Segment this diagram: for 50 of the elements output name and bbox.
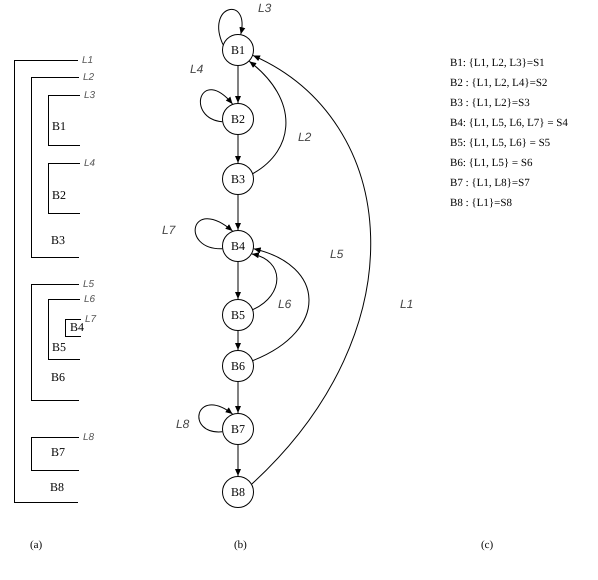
loop-label: L8 (83, 433, 94, 443)
block-label: B7 (51, 446, 66, 458)
set-equation: B7 : {L1, L8}=S7 (450, 178, 530, 189)
loop-arrow (218, 8, 245, 46)
block-label: B3 (51, 234, 66, 246)
block-label: B5 (52, 341, 66, 353)
set-equation: B6: {L1, L5} = S6 (450, 158, 532, 169)
arrow (235, 66, 241, 104)
edge-label: L7 (162, 224, 176, 236)
loop-label: L7 (85, 315, 96, 325)
loop-label: L2 (83, 73, 94, 83)
loop-label: L4 (84, 159, 96, 169)
loop-label: L1 (82, 56, 94, 66)
loop-arrow (200, 89, 234, 122)
set-equation: B1: {L1, L2, L3}=S1 (450, 58, 545, 69)
block-label: B2 (52, 189, 66, 201)
edge-label: L8 (176, 418, 190, 430)
block-label: B1 (52, 120, 66, 132)
edge-label: L2 (298, 131, 312, 143)
loop-arrow (194, 218, 234, 250)
arrow (251, 252, 278, 310)
block-label: B6 (51, 371, 66, 383)
set-equation: B3 : {L1, L2}=S3 (450, 98, 530, 109)
edge-label: L6 (278, 298, 292, 310)
panel-label: (c) (481, 540, 494, 551)
set-equation: B4: {L1, L5, L6, L7} = S4 (450, 118, 568, 129)
set-equation: B8 : {L1}=S8 (450, 198, 512, 209)
arrow (235, 134, 241, 164)
loop-arrow (198, 404, 234, 432)
edge-label: L1 (400, 298, 414, 310)
loop-label: L5 (83, 280, 94, 290)
loop-label: L6 (84, 295, 96, 305)
loop-label: L3 (84, 91, 96, 101)
arrow (235, 444, 241, 476)
panel-label: (a) (30, 540, 42, 551)
block-label: B8 (50, 481, 64, 493)
set-equation: B5: {L1, L5, L6} = S5 (450, 138, 550, 149)
set-equation: B2 : {L1, L2, L4}=S2 (450, 78, 548, 89)
arrow (235, 194, 241, 230)
edge-label: L4 (190, 63, 204, 75)
edge-label: L5 (330, 248, 344, 260)
block-label: B4 (70, 321, 84, 333)
edge-label: L3 (258, 2, 272, 14)
arrow (251, 54, 372, 484)
arrow (235, 382, 241, 414)
arrow (252, 248, 310, 362)
arrow (248, 60, 286, 174)
arrow (235, 330, 241, 350)
panel-label: (b) (234, 540, 247, 551)
arrow (235, 262, 241, 300)
